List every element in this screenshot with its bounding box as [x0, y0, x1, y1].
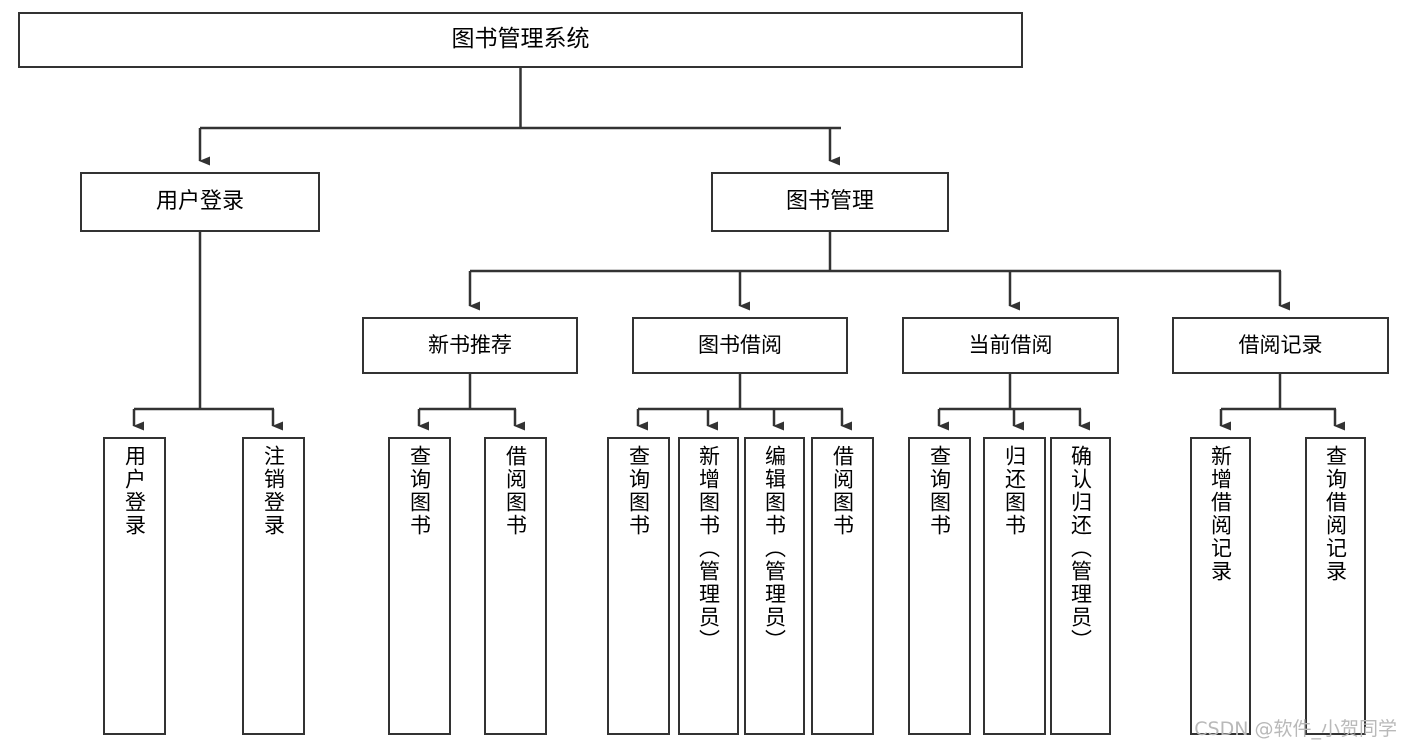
node-new-book-recommend-label: 新书推荐: [428, 333, 512, 358]
node-leaf-query-book-2-label: 查询图书: [626, 445, 651, 537]
node-leaf-query-record-label: 查询借阅记录: [1323, 445, 1348, 583]
node-leaf-query-book-1-label: 查询图书: [407, 445, 432, 537]
node-leaf-confirm-return[interactable]: 确认归还（管理员）: [1050, 437, 1111, 735]
node-leaf-query-book-3-label: 查询图书: [927, 445, 952, 537]
edge-bookborrow-to-leaves: [636, 374, 852, 431]
node-book-borrow-label: 图书借阅: [698, 333, 782, 358]
node-leaf-query-book-1[interactable]: 查询图书: [388, 437, 451, 735]
node-current-borrow[interactable]: 当前借阅: [902, 317, 1119, 374]
node-leaf-logout-login[interactable]: 注销登录: [242, 437, 305, 735]
node-leaf-borrow-book-2[interactable]: 借阅图书: [811, 437, 874, 735]
edge-root-to-level2: [198, 68, 841, 166]
node-leaf-query-record[interactable]: 查询借阅记录: [1305, 437, 1366, 735]
node-leaf-logout-login-label: 注销登录: [261, 445, 286, 537]
node-book-manage-label: 图书管理: [785, 189, 874, 215]
node-leaf-return-book[interactable]: 归还图书: [983, 437, 1046, 735]
node-leaf-borrow-book-1[interactable]: 借阅图书: [484, 437, 547, 735]
edge-newbook-to-leaves: [417, 374, 525, 431]
node-leaf-add-record[interactable]: 新增借阅记录: [1190, 437, 1251, 735]
node-leaf-add-book-label: 新增图书（管理员）: [696, 445, 721, 652]
node-leaf-query-book-3[interactable]: 查询图书: [908, 437, 971, 735]
node-leaf-return-book-label: 归还图书: [1002, 445, 1027, 537]
node-leaf-query-book-2[interactable]: 查询图书: [607, 437, 670, 735]
edge-bookmanage-to-level3: [468, 232, 1290, 311]
node-leaf-user-login-label: 用户登录: [122, 445, 147, 537]
edge-userlogin-to-leaves: [132, 232, 283, 431]
node-leaf-borrow-book-2-label: 借阅图书: [830, 445, 855, 537]
node-book-borrow[interactable]: 图书借阅: [632, 317, 848, 374]
node-new-book-recommend[interactable]: 新书推荐: [362, 317, 578, 374]
node-book-manage[interactable]: 图书管理: [711, 172, 949, 232]
node-leaf-confirm-return-label: 确认归还（管理员）: [1068, 445, 1093, 652]
edge-borrowrecord-to-leaves: [1219, 374, 1345, 431]
node-leaf-add-record-label: 新增借阅记录: [1208, 445, 1233, 583]
node-user-login-label: 用户登录: [155, 189, 244, 215]
node-leaf-borrow-book-1-label: 借阅图书: [503, 445, 528, 537]
watermark-text: CSDN @软件_小贺同学: [1194, 718, 1397, 740]
node-user-login[interactable]: 用户登录: [80, 172, 320, 232]
node-leaf-edit-book-label: 编辑图书（管理员）: [762, 445, 787, 652]
node-root[interactable]: 图书管理系统: [18, 12, 1023, 68]
node-borrow-record[interactable]: 借阅记录: [1172, 317, 1389, 374]
node-root-label: 图书管理系统: [451, 26, 590, 53]
edge-currentborrow-to-leaves: [937, 374, 1090, 431]
node-leaf-add-book[interactable]: 新增图书（管理员）: [678, 437, 739, 735]
node-leaf-user-login[interactable]: 用户登录: [103, 437, 166, 735]
node-leaf-edit-book[interactable]: 编辑图书（管理员）: [744, 437, 805, 735]
node-current-borrow-label: 当前借阅: [968, 333, 1053, 358]
node-borrow-record-label: 借阅记录: [1238, 333, 1323, 358]
